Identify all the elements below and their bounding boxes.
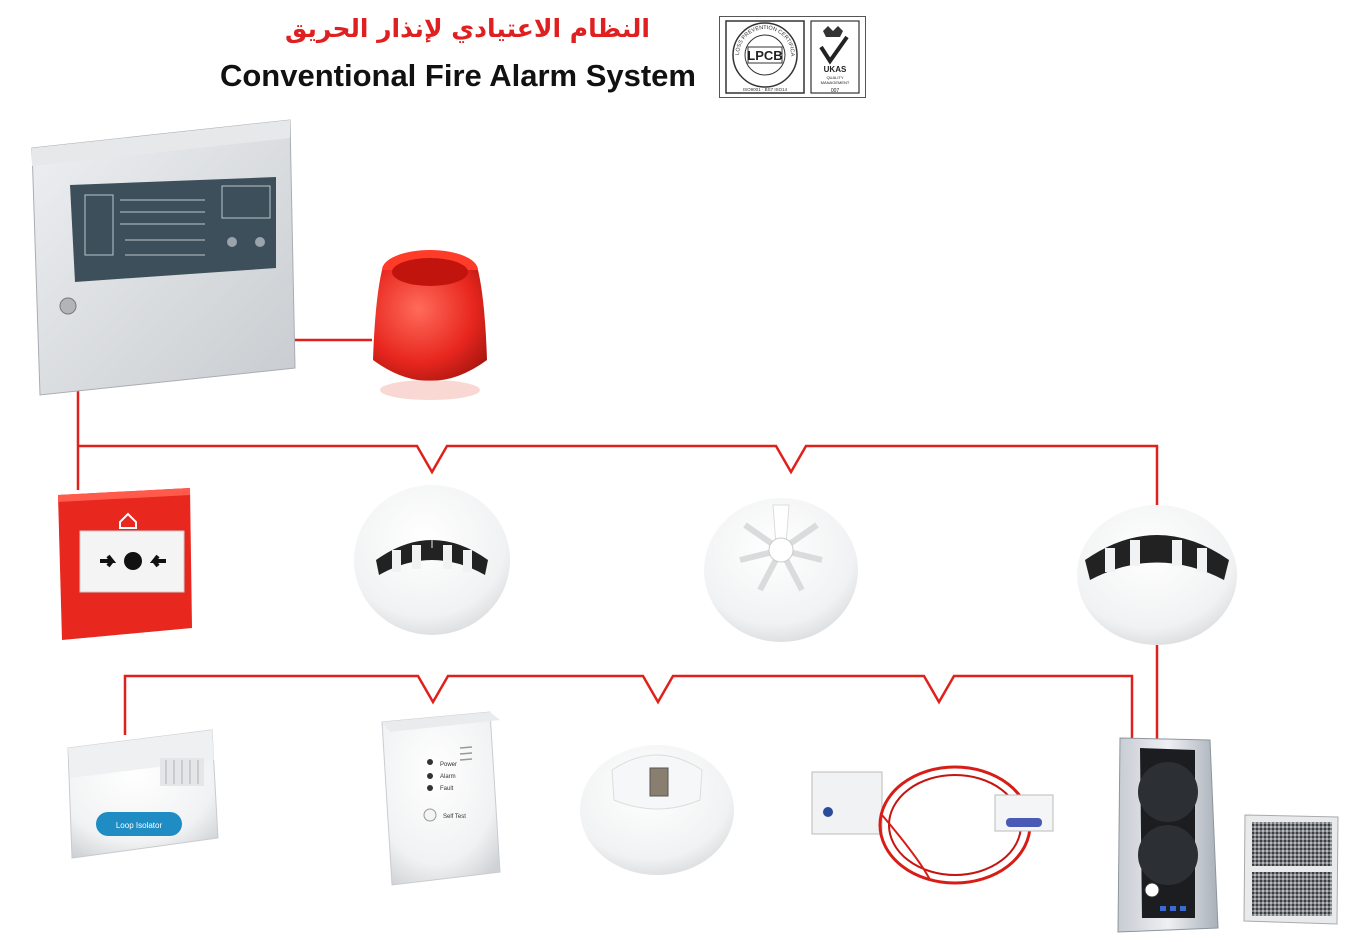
ukas-sub1: QUALITY	[826, 75, 843, 80]
wire-detector-loop	[78, 444, 1159, 515]
crown-icon	[823, 26, 843, 37]
ukas-logo: UKAS QUALITY MANAGEMENT 007	[810, 20, 860, 94]
title-english: Conventional Fire Alarm System	[219, 58, 696, 93]
certification-logos: LOSS PREVENTION CERTIFICATION BOARD LPCB…	[718, 13, 866, 98]
gas-fault-label: Fault	[440, 786, 454, 792]
beam-reflector	[1243, 814, 1339, 925]
loop-isolator-label: Loop Isolator	[116, 821, 163, 830]
wire-bottom-loop	[123, 674, 1134, 740]
iso-text: ISO9001 · BS7 ISO14	[743, 87, 788, 92]
gas-selftest-label: Self Test	[443, 814, 466, 820]
title-arabic: النظام الاعتيادي لإنذار الحريق	[285, 14, 650, 43]
key-lock-icon	[59, 297, 77, 315]
linear-heat-detector	[811, 765, 1054, 885]
house-fire-icon	[119, 512, 137, 529]
lpcb-logo: LOSS PREVENTION CERTIFICATION BOARD LPCB…	[718, 13, 805, 94]
wiring	[76, 338, 1159, 740]
gas-detector: Power Alarm Fault Self Test	[381, 711, 501, 886]
panel-display-window	[70, 177, 276, 282]
sounder-strobe	[373, 250, 487, 400]
gas-power-label: Power	[440, 762, 457, 768]
heat-detector	[704, 498, 858, 642]
gas-alarm-label: Alarm	[440, 774, 456, 780]
lpcb-label: LPCB	[747, 48, 782, 63]
beam-detector	[1117, 737, 1219, 933]
ukas-label: UKAS	[824, 65, 847, 74]
loop-isolator: Loop Isolator	[67, 729, 219, 859]
control-panel	[31, 119, 296, 396]
check-icon	[819, 35, 849, 65]
flame-detector	[580, 745, 734, 875]
ukas-number: 007	[831, 88, 840, 94]
smoke-detector-1	[354, 485, 510, 635]
manual-call-point	[58, 488, 192, 640]
ukas-sub2: MANAGEMENT	[821, 80, 850, 85]
smoke-detector-2	[1077, 505, 1237, 645]
